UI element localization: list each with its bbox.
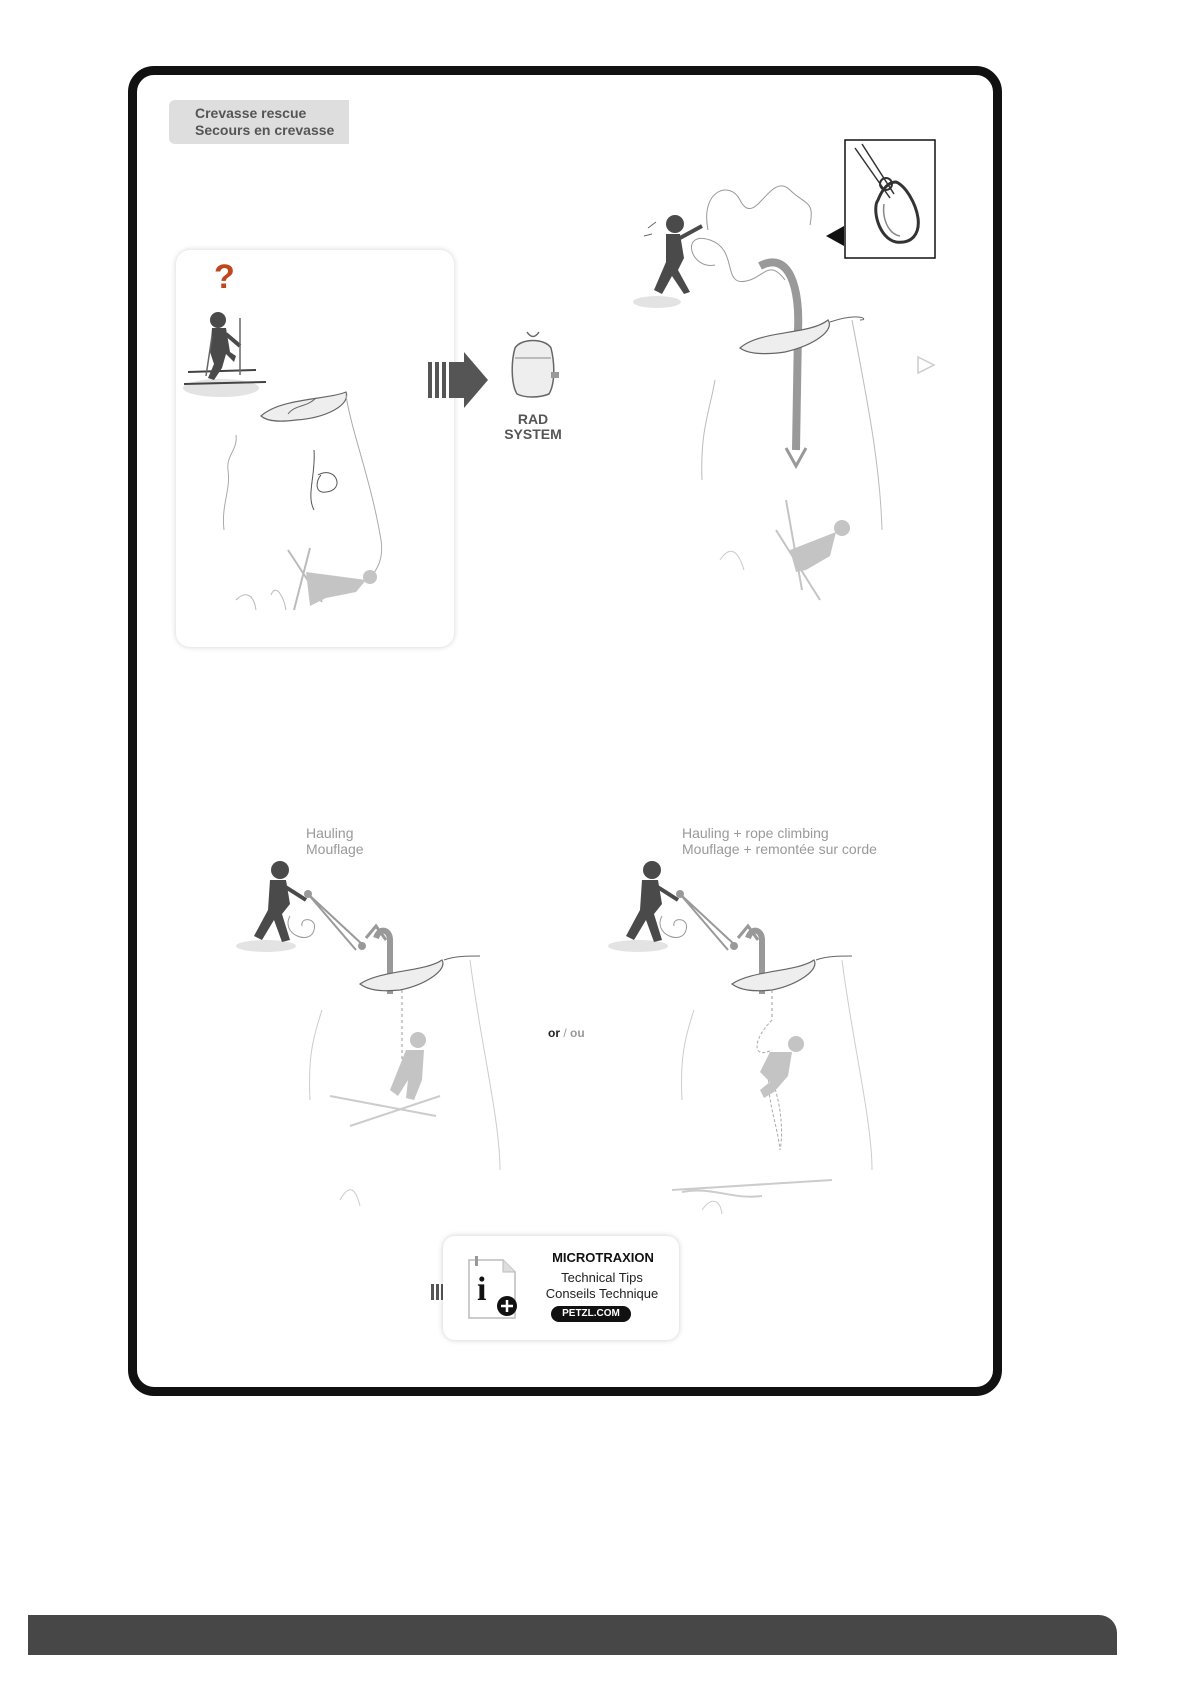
skier-partner-illustration — [176, 250, 454, 647]
scene-hauling-climbing-illustration — [602, 860, 902, 1220]
ou-text: ou — [570, 1026, 585, 1040]
scene-hauling-climbing-label: Hauling + rope climbing Mouflage + remon… — [682, 825, 877, 857]
info-product-title: MICROTRAXION — [533, 1250, 673, 1265]
section-title-tab: Crevasse rescue Secours en crevasse — [169, 100, 349, 144]
technical-tips-card[interactable]: i MICROTRAXION Technical Tips Conseils T… — [443, 1236, 679, 1340]
hauling-label-en: Hauling — [306, 825, 364, 841]
scene-skier-fall-card: ? — [176, 250, 454, 647]
rad-label-line1: RAD — [496, 412, 570, 427]
rad-label-line2: SYSTEM — [496, 427, 570, 442]
hauling-climbing-label-en: Hauling + rope climbing — [682, 825, 877, 841]
scene-hauling-label: Hauling Mouflage — [306, 825, 364, 857]
carabiner-detail-icon — [820, 138, 950, 268]
arrow-right-icon — [428, 352, 492, 408]
footer-bar — [28, 1615, 1117, 1655]
rad-system-label: RAD SYSTEM — [496, 412, 570, 442]
rad-system-bag-icon — [505, 328, 561, 398]
svg-text:i: i — [477, 1271, 486, 1308]
hauling-label-fr: Mouflage — [306, 841, 364, 857]
info-line-fr: Conseils Technique — [527, 1286, 677, 1301]
next-arrow-icon — [916, 355, 936, 375]
slash-text: / — [563, 1026, 566, 1040]
or-text: or — [548, 1026, 560, 1040]
section-title-en: Crevasse rescue — [195, 105, 349, 122]
info-document-icon: i — [465, 1256, 521, 1322]
petzl-link[interactable]: PETZL.COM — [551, 1306, 631, 1322]
scene-hauling-illustration — [230, 860, 530, 1220]
info-line-en: Technical Tips — [527, 1270, 677, 1285]
hauling-climbing-label-fr: Mouflage + remontée sur corde — [682, 841, 877, 857]
or-separator: or / ou — [548, 1026, 585, 1040]
section-title-fr: Secours en crevasse — [195, 122, 349, 139]
